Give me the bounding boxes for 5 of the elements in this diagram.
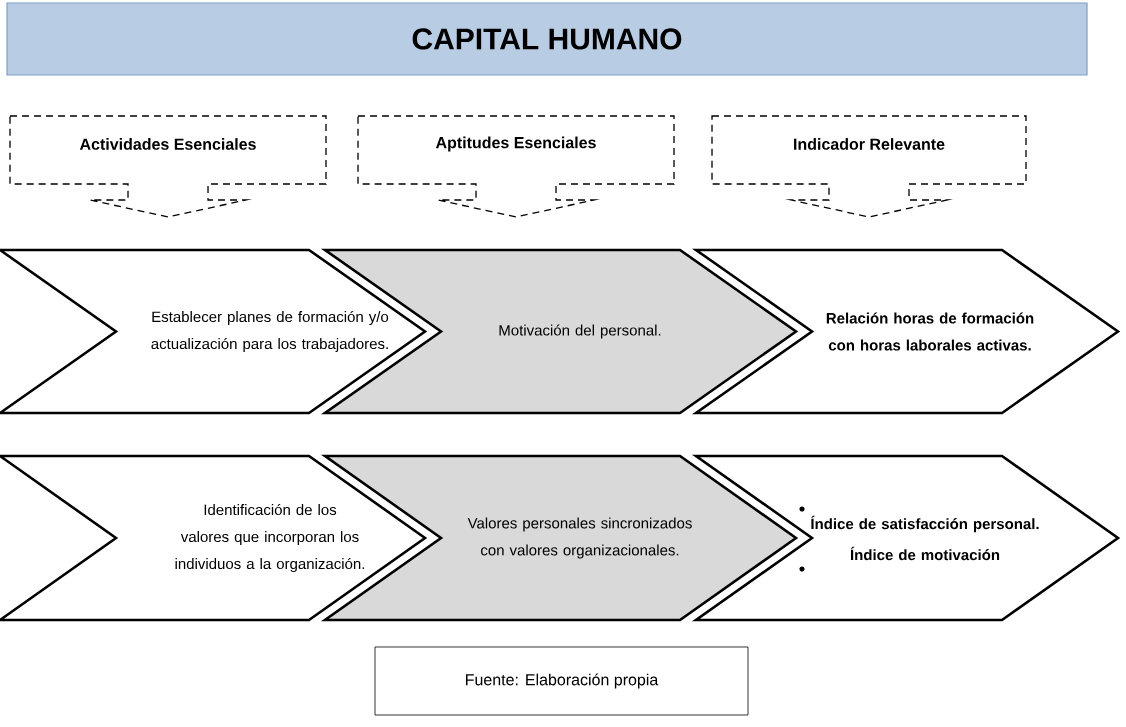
callout-box: Aptitudes Esenciales xyxy=(357,115,675,218)
title-banner: CAPITAL HUMANO xyxy=(6,2,1088,76)
callout-box: Indicador Relevante xyxy=(711,115,1027,218)
callout-box: Actividades Esenciales xyxy=(9,115,327,218)
source-box: Fuente: Elaboración propia xyxy=(374,646,749,716)
